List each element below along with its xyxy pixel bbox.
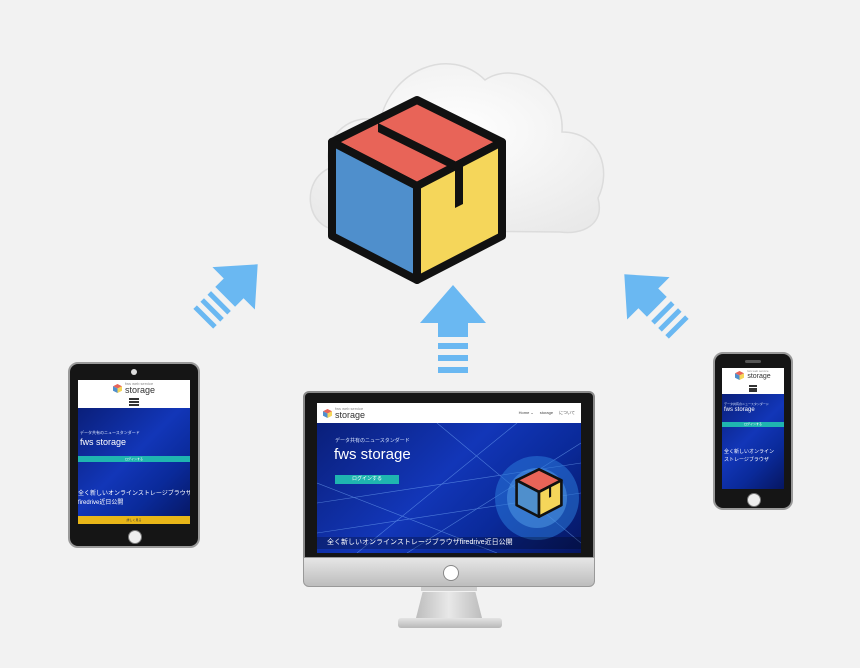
tablet-menu-row xyxy=(78,396,190,408)
tablet-news[interactable]: 全く新しいオンラインストレージブラウザ firedrive近日公開 xyxy=(78,490,190,508)
hero-subtitle: データ共有のニュースタンダード xyxy=(724,402,769,406)
hero-title: fws storage xyxy=(724,407,755,413)
hero-title: fws storage xyxy=(80,437,127,447)
monitor-stand xyxy=(421,587,477,591)
cube-logo-icon xyxy=(323,408,332,418)
brand-tagline: fws web service xyxy=(747,369,769,373)
phone-menu-row xyxy=(722,382,784,394)
brand-tagline: fws web service xyxy=(124,380,154,386)
brand-name: storage xyxy=(124,384,156,395)
upload-arrow-icon xyxy=(193,264,258,329)
news-line-2: firedrive近日公開 xyxy=(78,500,124,506)
tablet-home-button[interactable] xyxy=(128,530,142,544)
login-button[interactable]: ログインする xyxy=(78,456,190,462)
nav-storage[interactable]: storage xyxy=(539,410,554,415)
news-line-2: ストレージブラウザ xyxy=(724,457,769,463)
tablet-more-button[interactable]: 詳しく見る xyxy=(78,516,190,524)
news-ticker[interactable]: 全く新しいオンラインストレージブラウザfiredrive近日公開 xyxy=(317,537,581,549)
hamburger-menu-icon[interactable] xyxy=(749,384,757,392)
phone-news[interactable]: 全く新しいオンライン ストレージブラウザ xyxy=(724,448,784,464)
phone-speaker xyxy=(745,360,761,363)
storage-box-icon xyxy=(328,96,506,284)
monitor-base xyxy=(398,618,502,628)
hero-subtitle: データ共有のニュースタンダード xyxy=(80,430,140,435)
nav-extra[interactable]: について xyxy=(559,410,575,415)
upload-arrow-icon xyxy=(420,285,486,373)
login-button[interactable]: ログインする xyxy=(335,475,399,484)
hero-title: fws storage xyxy=(334,446,411,463)
hamburger-menu-icon[interactable] xyxy=(129,398,139,406)
brand-name: storage xyxy=(335,409,366,420)
cube-logo-icon xyxy=(112,383,122,393)
hero-banner: データ共有のニュースタンダード fws storage ログインする 全く新しい… xyxy=(317,423,581,553)
phone-home-button[interactable] xyxy=(747,493,761,507)
news-line-1: 全く新しいオンライン xyxy=(724,449,775,455)
upload-arrow-icon xyxy=(624,274,689,339)
monitor-chin xyxy=(303,557,595,587)
hero-subtitle: データ共有のニュースタンダード xyxy=(335,438,410,444)
cube-logo-icon xyxy=(515,467,563,519)
tablet-camera xyxy=(131,369,137,375)
brand-tagline: fws web service xyxy=(335,405,364,411)
phone-hero: データ共有のニュースタンダード fws storage ログインする 全く新しい… xyxy=(722,394,784,489)
login-button[interactable]: ログインする xyxy=(722,422,784,427)
cube-logo-icon xyxy=(735,370,745,380)
monitor-neck xyxy=(416,592,482,618)
nav-home[interactable]: Home ⌄ xyxy=(518,410,534,415)
brand-name: storage xyxy=(747,373,771,380)
power-button[interactable] xyxy=(443,565,459,581)
news-line-1: 全く新しいオンラインストレージブラウザ xyxy=(78,491,190,497)
tablet-hero: データ共有のニュースタンダード fws storage ログインする 全く新しい… xyxy=(78,408,190,524)
